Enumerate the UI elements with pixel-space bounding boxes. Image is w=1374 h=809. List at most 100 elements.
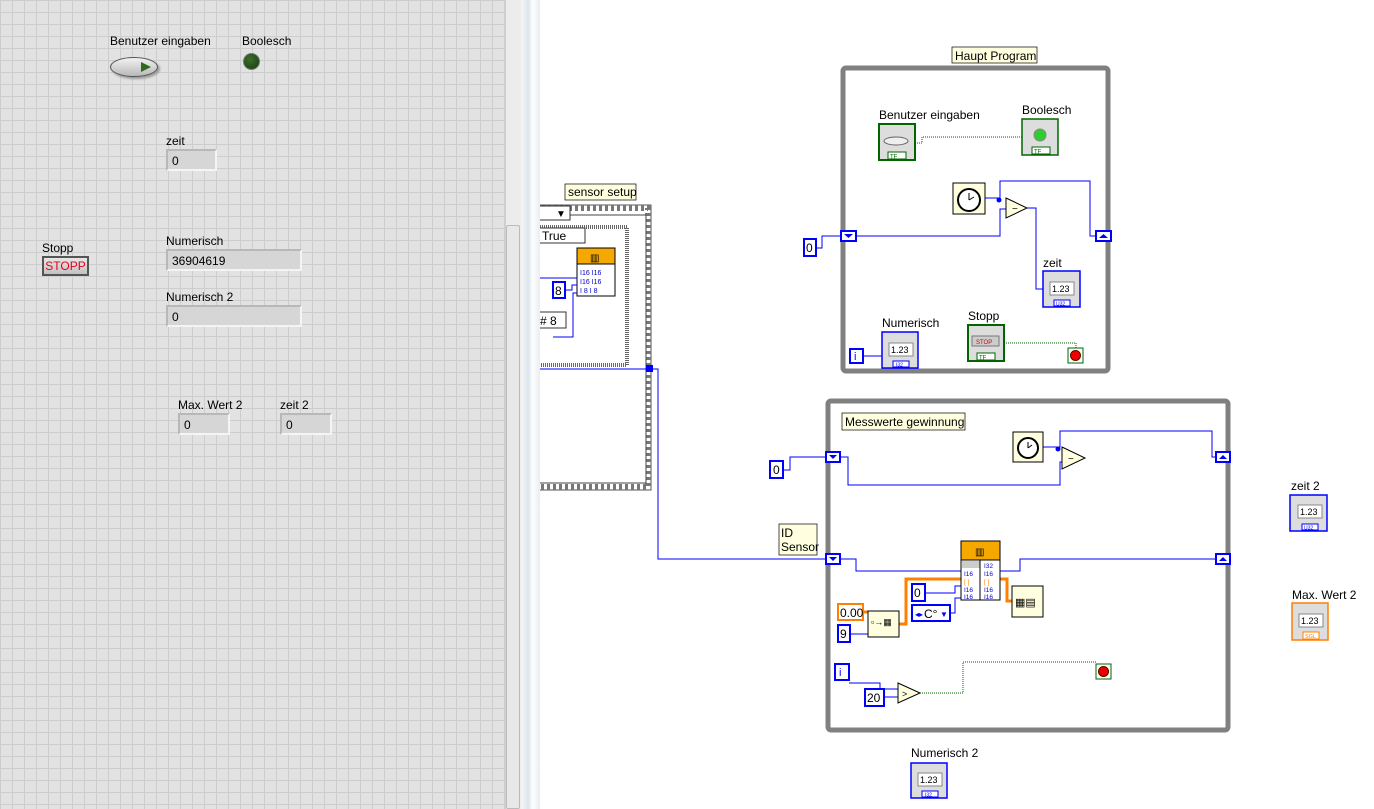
const-float[interactable]: 0.00 bbox=[840, 606, 864, 620]
svg-text:▦▤: ▦▤ bbox=[1015, 597, 1036, 609]
numerisch2-indicator: 0 bbox=[166, 305, 302, 327]
const-twenty[interactable]: 20 bbox=[867, 691, 881, 705]
zeit-terminal[interactable]: 1.23 U32 bbox=[1042, 270, 1081, 308]
svg-text:1.23: 1.23 bbox=[920, 775, 938, 785]
numerisch-terminal-label: Numerisch bbox=[882, 316, 939, 330]
case-selector[interactable]: True bbox=[542, 229, 567, 243]
svg-text:i: i bbox=[854, 351, 856, 363]
svg-text:I16: I16 bbox=[984, 587, 993, 594]
svg-text:I32: I32 bbox=[896, 363, 903, 369]
svg-text:U32: U32 bbox=[1304, 526, 1313, 532]
type-i16: I16 I16 bbox=[580, 270, 602, 277]
zeit2-terminal-label: zeit 2 bbox=[1291, 479, 1320, 493]
svg-text:I16: I16 bbox=[964, 587, 973, 594]
numerisch-indicator: 36904619 bbox=[166, 249, 302, 271]
svg-text:◂▸: ◂▸ bbox=[915, 610, 923, 619]
numerisch-label: Numerisch bbox=[166, 234, 224, 248]
svg-text:I 8 I 8: I 8 I 8 bbox=[580, 288, 598, 295]
messwerte-label: Messwerte gewinnung bbox=[845, 415, 964, 429]
messwerte-while-loop[interactable] bbox=[825, 398, 1231, 733]
front-panel: Benutzer eingaben Boolesch zeit 0 Stopp … bbox=[0, 0, 505, 809]
benutzer-eingaben-label: Benutzer eingaben bbox=[110, 34, 211, 48]
iteration-terminal[interactable] bbox=[849, 348, 864, 364]
svg-text:SGL: SGL bbox=[1305, 634, 1316, 640]
max-wert2-terminal-label: Max. Wert 2 bbox=[1292, 588, 1357, 602]
haupt-init-constant[interactable]: 0 bbox=[806, 241, 813, 255]
haupt-program-label: Haupt Program bbox=[955, 49, 1036, 63]
iteration-terminal-2[interactable] bbox=[834, 663, 850, 681]
benutzer-eingaben-terminal[interactable]: TF bbox=[878, 123, 916, 161]
svg-text:I16 I16: I16 I16 bbox=[580, 279, 602, 286]
initialize-array-icon[interactable]: ▫→▦ bbox=[867, 610, 900, 638]
svg-text:1.23: 1.23 bbox=[1300, 507, 1318, 517]
svg-text:−: − bbox=[1012, 204, 1018, 215]
zeit2-indicator: 0 bbox=[280, 413, 332, 435]
svg-text:C°: C° bbox=[924, 607, 938, 621]
partial-label: e # 8 bbox=[530, 314, 557, 328]
svg-text:▥: ▥ bbox=[590, 253, 599, 264]
svg-text:I32: I32 bbox=[925, 793, 932, 799]
const-zero[interactable]: 0 bbox=[914, 586, 921, 600]
zeit-terminal-label: zeit bbox=[1043, 256, 1062, 270]
numerisch2-terminal-label: Numerisch 2 bbox=[911, 746, 979, 760]
boolesch-label: Boolesch bbox=[242, 34, 292, 48]
numerisch2-label: Numerisch 2 bbox=[166, 290, 234, 304]
numerisch2-terminal[interactable]: 1.23 I32 bbox=[910, 762, 948, 799]
svg-text:i: i bbox=[839, 667, 841, 679]
stopp-terminal[interactable]: STOP TF bbox=[967, 324, 1005, 362]
loop-condition-stop-icon-2[interactable] bbox=[1095, 663, 1112, 680]
array-function-icon[interactable]: ▦▤ bbox=[1011, 585, 1044, 618]
svg-text:STOP: STOP bbox=[976, 340, 992, 346]
svg-text:U32: U32 bbox=[1056, 302, 1065, 308]
svg-text:TF: TF bbox=[979, 356, 987, 362]
unit-enum[interactable] bbox=[911, 604, 951, 622]
const-nine[interactable]: 9 bbox=[840, 627, 847, 641]
boolesch-led[interactable] bbox=[243, 53, 260, 70]
max-wert2-label: Max. Wert 2 bbox=[178, 398, 243, 412]
max-wert2-indicator: 0 bbox=[178, 413, 230, 435]
svg-text:▼: ▼ bbox=[556, 209, 566, 220]
stopp-label: Stopp bbox=[42, 241, 74, 255]
svg-text:I16: I16 bbox=[964, 571, 973, 578]
subtract-icon-2[interactable] bbox=[1061, 446, 1087, 470]
svg-text:▼: ▼ bbox=[940, 610, 948, 619]
stopp-terminal-label: Stopp bbox=[968, 309, 1000, 323]
max-wert2-terminal[interactable]: 1.23 SGL bbox=[1291, 602, 1329, 641]
sensor-setup-label: sensor setup bbox=[568, 185, 637, 199]
zeit-indicator: 0 bbox=[166, 149, 217, 171]
loop-condition-stop-icon[interactable] bbox=[1067, 347, 1084, 364]
zeit-label: zeit bbox=[166, 134, 185, 148]
svg-text:>: > bbox=[902, 689, 907, 699]
greater-than-icon[interactable] bbox=[897, 682, 922, 704]
subtract-icon[interactable] bbox=[1005, 197, 1029, 219]
svg-text:1.23: 1.23 bbox=[1301, 616, 1319, 626]
svg-text:TF: TF bbox=[1034, 150, 1042, 156]
stopp-button[interactable]: STOPP bbox=[42, 256, 89, 276]
svg-text:1.23: 1.23 bbox=[1052, 284, 1070, 294]
zeit2-label: zeit 2 bbox=[280, 398, 309, 412]
svg-text:▫→▦: ▫→▦ bbox=[871, 617, 892, 627]
svg-text:TF: TF bbox=[890, 155, 898, 161]
svg-text:I16: I16 bbox=[984, 594, 993, 601]
boolesch-terminal-label: Boolesch bbox=[1022, 103, 1071, 117]
haupt-program-while-loop[interactable] bbox=[840, 65, 1111, 374]
property-node[interactable]: ▥ I16 [ ] I16 I16 I32 I16 [ ] I16 I16 bbox=[960, 540, 1001, 601]
svg-text:I16: I16 bbox=[964, 594, 973, 601]
zeit2-terminal[interactable]: 1.23 U32 bbox=[1289, 494, 1328, 532]
svg-text:[ ]: [ ] bbox=[984, 579, 990, 586]
tick-count-timer-icon-2[interactable] bbox=[1012, 431, 1044, 463]
svg-text:I32: I32 bbox=[984, 563, 993, 570]
messwerte-init-constant[interactable]: 0 bbox=[773, 463, 780, 477]
sensor-const-8[interactable]: 8 bbox=[555, 284, 562, 298]
numerisch-terminal[interactable]: 1.23 I32 bbox=[881, 331, 919, 369]
svg-text:▥: ▥ bbox=[975, 547, 984, 558]
boolesch-terminal[interactable]: TF bbox=[1021, 118, 1059, 156]
svg-text:1.23: 1.23 bbox=[891, 345, 909, 355]
svg-text:[ ]: [ ] bbox=[964, 579, 970, 586]
tick-count-timer-icon[interactable] bbox=[952, 182, 986, 215]
benutzer-eingaben-switch[interactable] bbox=[110, 57, 158, 77]
sensor-setup-sequence[interactable]: ▼ True ▥ I16 I16 I16 I16 I 8 I 8 8 e # 8 bbox=[530, 204, 653, 491]
window-splitter[interactable] bbox=[521, 0, 540, 809]
